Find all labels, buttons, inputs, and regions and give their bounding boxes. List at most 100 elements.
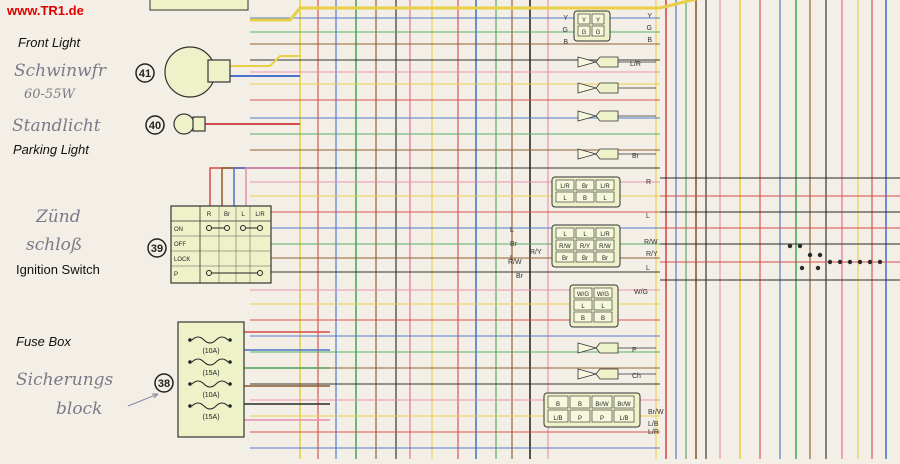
- connector-pin-label: B: [601, 316, 605, 322]
- wire-color-label: B: [647, 37, 652, 44]
- connector-pin-label: L: [601, 304, 605, 310]
- fuse-rating: (15A): [202, 414, 219, 421]
- wire-color-label: Br: [510, 241, 518, 248]
- bullet-plug-male: [577, 82, 598, 94]
- connector-pin: [573, 287, 593, 299]
- parking-light: 40 Parking Light Standlicht: [12, 113, 206, 157]
- connector-pin: [595, 191, 615, 203]
- wire-color-label: L: [510, 255, 514, 262]
- front-light-handwritten-note-2: 60-55W: [24, 87, 76, 102]
- fuse-terminal: [228, 382, 232, 386]
- connector-pin: [575, 179, 595, 191]
- wire-color-label: R: [646, 179, 651, 186]
- connector-pin: [613, 409, 635, 423]
- bullet-plug-male: [577, 148, 598, 160]
- front-light-socket: [207, 59, 231, 83]
- parking-light-label: Parking Light: [13, 142, 90, 157]
- fuse-terminal: [188, 360, 192, 364]
- wire-color-label: Br: [632, 153, 640, 160]
- connector-pin-label: Br: [602, 256, 608, 262]
- fuse-icon: [191, 336, 229, 344]
- site-watermark: www.TR1.de: [6, 3, 84, 18]
- front-light-label: Front Light: [18, 35, 82, 50]
- bullet-plug-female: [595, 110, 619, 122]
- wire-junction-dot: [799, 265, 805, 271]
- connector-pin: [575, 227, 595, 239]
- parking-light-number: 40: [149, 120, 161, 132]
- fuse-terminal: [228, 338, 232, 342]
- wire-color-label: R/W: [508, 259, 522, 266]
- connector-pin-label: L/R: [600, 232, 610, 238]
- ignition-col-lr: L/R: [255, 212, 265, 218]
- ignition-row-off: OFF: [174, 242, 186, 248]
- ignition-number-badge: [147, 238, 167, 258]
- front-light-number-badge: [135, 63, 155, 83]
- wire-color-label: B: [563, 39, 568, 46]
- fuse-rating: (10A): [202, 348, 219, 355]
- connector-pin: [593, 287, 613, 299]
- front-light-number: 41: [139, 68, 151, 80]
- bullet-plug-male: [577, 368, 598, 380]
- fuse-icon: [191, 358, 229, 366]
- wire-color-label: G: [647, 25, 652, 32]
- connector-pin: [555, 191, 575, 203]
- connector-pin: [595, 239, 615, 251]
- connector-pin: [575, 239, 595, 251]
- wire-junction-dot: [857, 259, 863, 265]
- front-light: 41 Front Light Schwinwfr 60-55W: [14, 35, 231, 102]
- connector-pin-label: B: [578, 402, 582, 408]
- fuse-box-handwritten-note-1: Sicherungs: [16, 370, 114, 390]
- connector-pin-label: B: [556, 402, 560, 408]
- ignition-switch-label: Ignition Switch: [16, 262, 100, 277]
- wire-color-label: R/Y: [646, 251, 658, 258]
- connector-pin-label: L/R: [600, 184, 610, 190]
- ignition-row-on: ON: [174, 227, 183, 233]
- fuse-box-handwritten-note-2: block: [56, 399, 102, 419]
- wire-front-light: [230, 55, 300, 67]
- wire-color-label: W/G: [634, 289, 648, 296]
- bullet-plug-male: [577, 342, 598, 354]
- connector-pin-label: G: [582, 30, 587, 36]
- parking-light-number-badge: [145, 115, 165, 135]
- connector-pin: [591, 13, 605, 25]
- bullet-plug-female: [595, 368, 619, 380]
- connector-pin: [569, 395, 591, 409]
- wire-junction-dot: [827, 259, 833, 265]
- connector-pin: [591, 395, 613, 409]
- wire-junction-dot: [817, 252, 823, 258]
- wire-color-label: L/B: [648, 421, 659, 428]
- fuse-terminal: [188, 338, 192, 342]
- bullet-connectors: [577, 56, 656, 380]
- wire-junction-dot: [807, 252, 813, 258]
- connector-pin: [593, 311, 613, 323]
- fuse-icon: [191, 380, 229, 388]
- fuse-terminal: [228, 360, 232, 364]
- connector-pin: [595, 179, 615, 191]
- fuse-list: (10A) (15A) (10A) (15A): [188, 336, 232, 421]
- connector-pin-label: L: [563, 196, 567, 202]
- fuse-box-number-badge: [154, 373, 174, 393]
- wire-junction-dot: [847, 259, 853, 265]
- ignition-row-lock: LOCK: [174, 257, 190, 263]
- wire-top-yellow: [250, 0, 699, 22]
- connector-pin-label: L: [581, 304, 585, 310]
- wire-color-label: P: [632, 347, 637, 354]
- connector-pin-label: L: [583, 232, 587, 238]
- connector-pin-label: P: [578, 416, 582, 422]
- ignition-col-r: R: [207, 212, 212, 218]
- connector-pin-label: Br: [582, 256, 588, 262]
- wire-color-label: L/R: [648, 429, 659, 436]
- ignition-contacts: [206, 225, 263, 276]
- top-component-partial: [149, 0, 249, 11]
- bullet-plug-female: [595, 342, 619, 354]
- wire-junction-dot: [837, 259, 843, 265]
- ignition-number: 39: [151, 243, 163, 255]
- wire-color-label: L: [646, 213, 650, 220]
- connector-pin: [577, 13, 591, 25]
- fuse-rating: (10A): [202, 392, 219, 399]
- fuse-rating: (15A): [202, 370, 219, 377]
- ignition-handwritten-note-1: Zünd: [35, 207, 81, 227]
